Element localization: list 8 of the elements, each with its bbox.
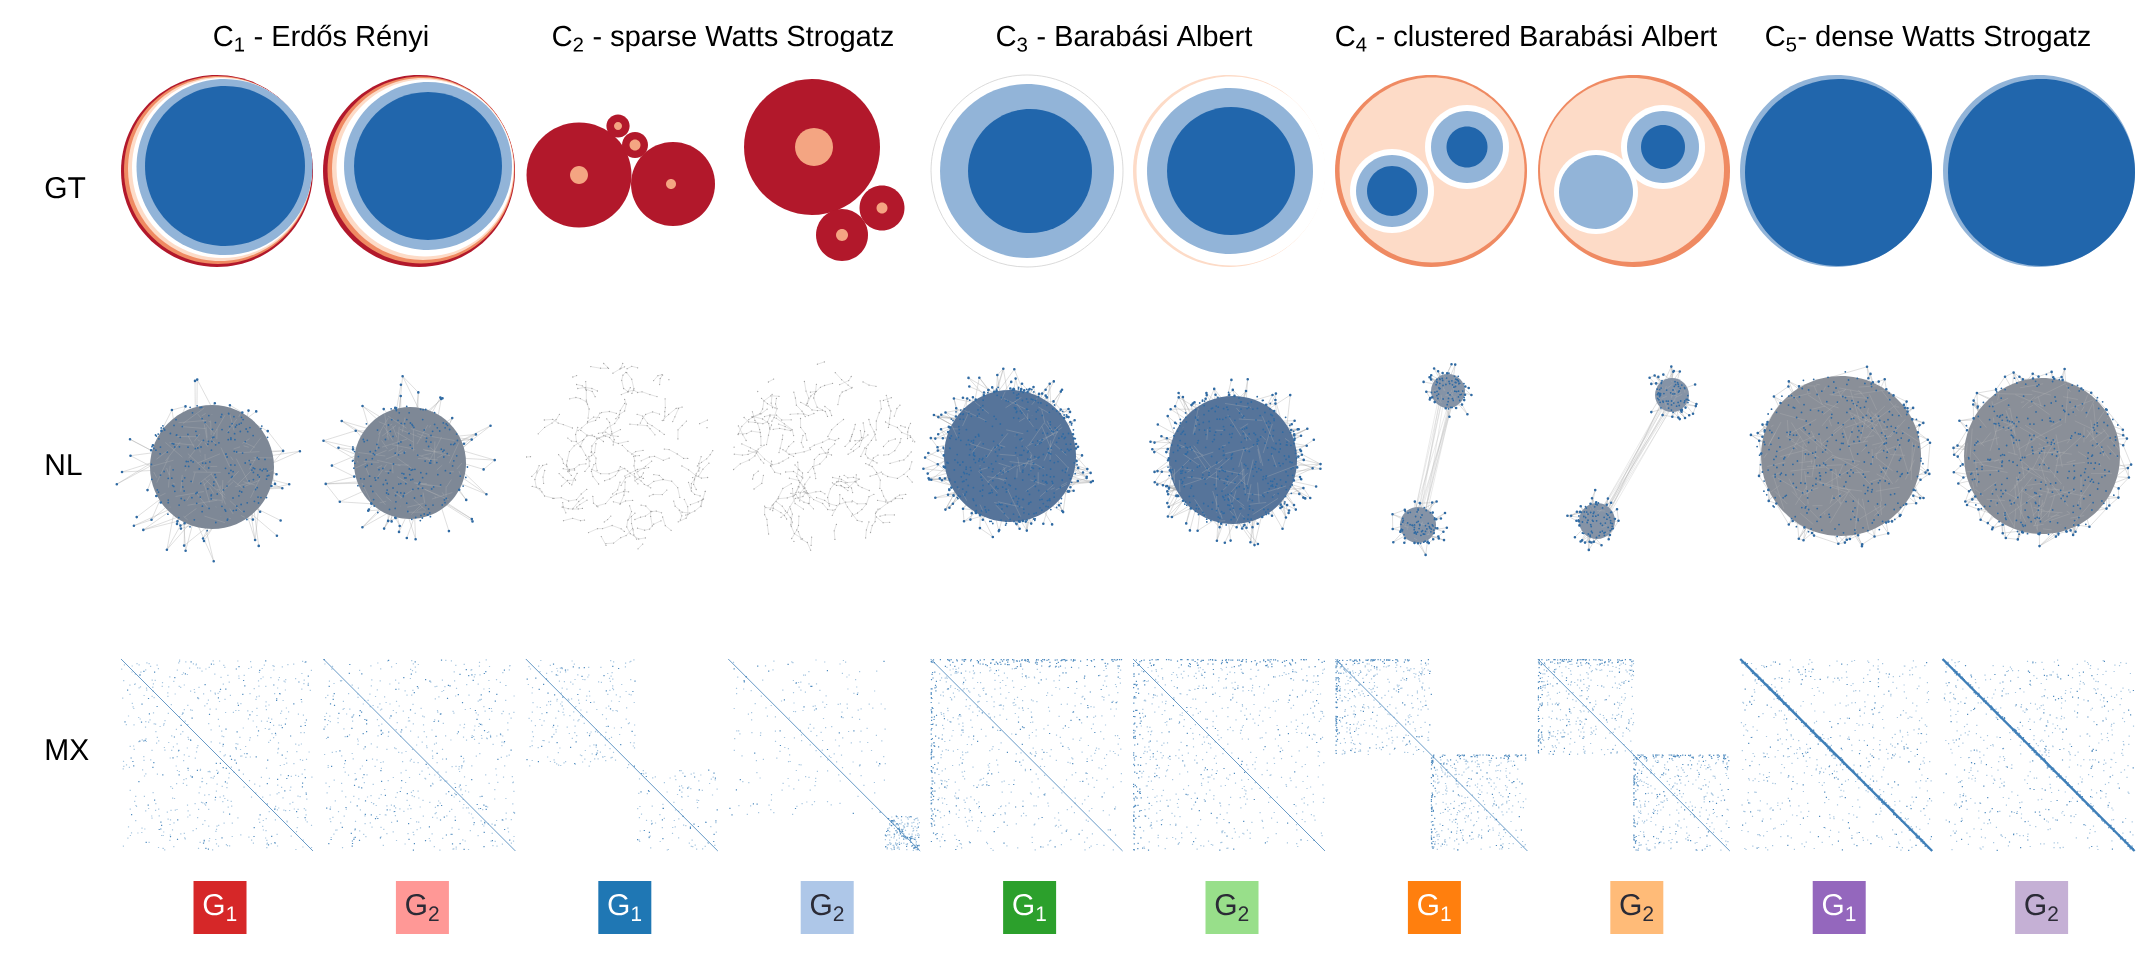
column-heading: C$_{3}$ - Barabási Albert [997, 24, 1253, 52]
row-label: NL [46, 454, 82, 475]
row-label: MX [46, 739, 89, 760]
column-heading: C$_{1}$ - Erdős Rényi [214, 24, 428, 52]
column-heading: C$_{4}$ - clustered Barabási Albert [1336, 24, 1717, 52]
column-heading: C$_{5}$- dense Watts Strogatz [1766, 25, 2090, 52]
row-label: GT [45, 177, 86, 199]
column-heading: C$_{2}$ - sparse Watts Strogatz [553, 25, 893, 52]
